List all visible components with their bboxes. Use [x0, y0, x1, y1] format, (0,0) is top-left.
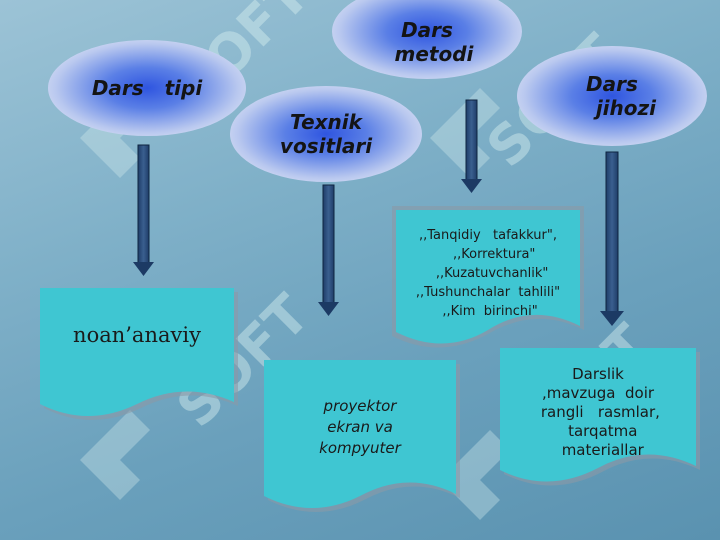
watermark-logo-icon [80, 410, 150, 500]
box-texnik [264, 360, 460, 512]
node-texnik-vositalari: Texnik vositlari [230, 86, 422, 182]
box-tip [40, 288, 238, 420]
node-dars-tipi-label: Dars tipi [91, 76, 203, 100]
node-dars-jihozi: Dars jihozi [517, 46, 707, 146]
box-jihoz-text: Darslik ,mavzuga doir rangli rasmlar, ta… [540, 365, 660, 459]
node-dars-metodi: Dars metodi [332, 0, 522, 79]
arrow-dars-metodi [461, 99, 482, 193]
box-metod [392, 206, 584, 348]
node-dars-metodi-label: Dars metodi [394, 17, 474, 66]
box-metod-text: ,,Tanqidiy tafakkur", ,,Korrektura" ,,Ku… [415, 228, 561, 319]
arrow-dars-jihozi [600, 151, 624, 326]
box-tip-text: noan’anaviy [73, 323, 201, 347]
box-jihoz [500, 348, 700, 486]
arrow-texnik [318, 184, 339, 316]
node-dars-tipi: Dars tipi [48, 40, 246, 136]
node-dars-jihozi-label: Dars jihozi [586, 72, 657, 120]
watermark-logo-icon [440, 430, 510, 520]
box-texnik-text: proyektor ekran va kompyuter [319, 397, 401, 457]
watermark-logo-icon [430, 88, 500, 178]
arrow-dars-tipi [133, 144, 154, 276]
node-texnik-vositalari-label: Texnik vositlari [279, 110, 373, 158]
